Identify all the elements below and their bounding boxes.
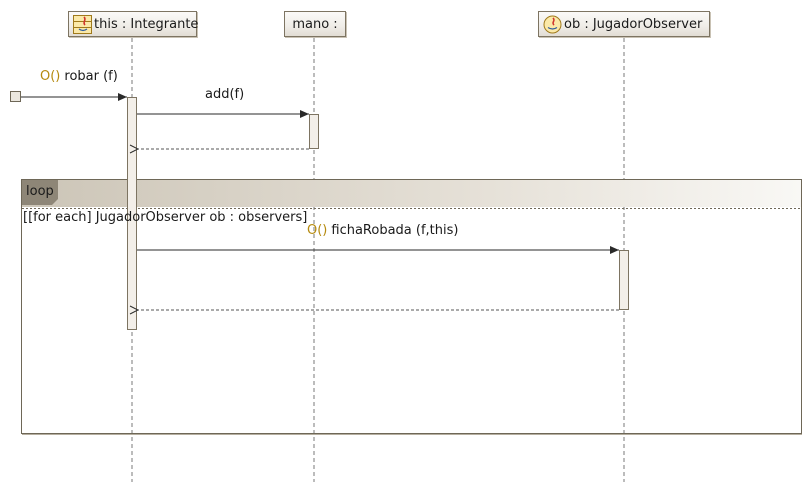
activation-this	[127, 97, 137, 330]
message-label-add[interactable]: add(f)	[205, 87, 244, 102]
lifeline-head-ob[interactable]: ob : JugadorObserver	[538, 11, 710, 37]
loop-guard: [[for each] JugadorObserver ob : observe…	[23, 210, 308, 225]
message-label-robar[interactable]: O()robar (f)	[40, 69, 118, 84]
activation-mano	[309, 114, 319, 149]
java-class-icon	[73, 14, 92, 34]
lifeline-label-mano: mano :	[292, 16, 338, 32]
message-text-fichaRobada: fichaRobada (f,this)	[331, 223, 459, 238]
lifeline-head-mano[interactable]: mano :	[284, 11, 346, 37]
loop-fragment-header	[22, 180, 801, 207]
operation-icon: O()	[307, 223, 328, 238]
lifeline-label-ob: ob : JugadorObserver	[564, 16, 703, 32]
operation-icon: O()	[40, 69, 61, 84]
loop-fragment[interactable]	[21, 179, 802, 434]
lifeline-label-this: this : Integrante	[94, 16, 199, 32]
message-label-fichaRobada[interactable]: O()fichaRobada (f,this)	[307, 223, 458, 238]
lifeline-head-this[interactable]: this : Integrante	[68, 11, 199, 37]
message-text-robar: robar (f)	[64, 69, 118, 84]
message-text-add: add(f)	[205, 87, 245, 102]
activation-ob	[619, 250, 629, 310]
found-message-gate[interactable]	[10, 91, 21, 102]
loop-operator-label: loop	[26, 184, 54, 199]
loop-operator-tab	[22, 180, 58, 205]
java-interface-icon	[543, 15, 562, 33]
